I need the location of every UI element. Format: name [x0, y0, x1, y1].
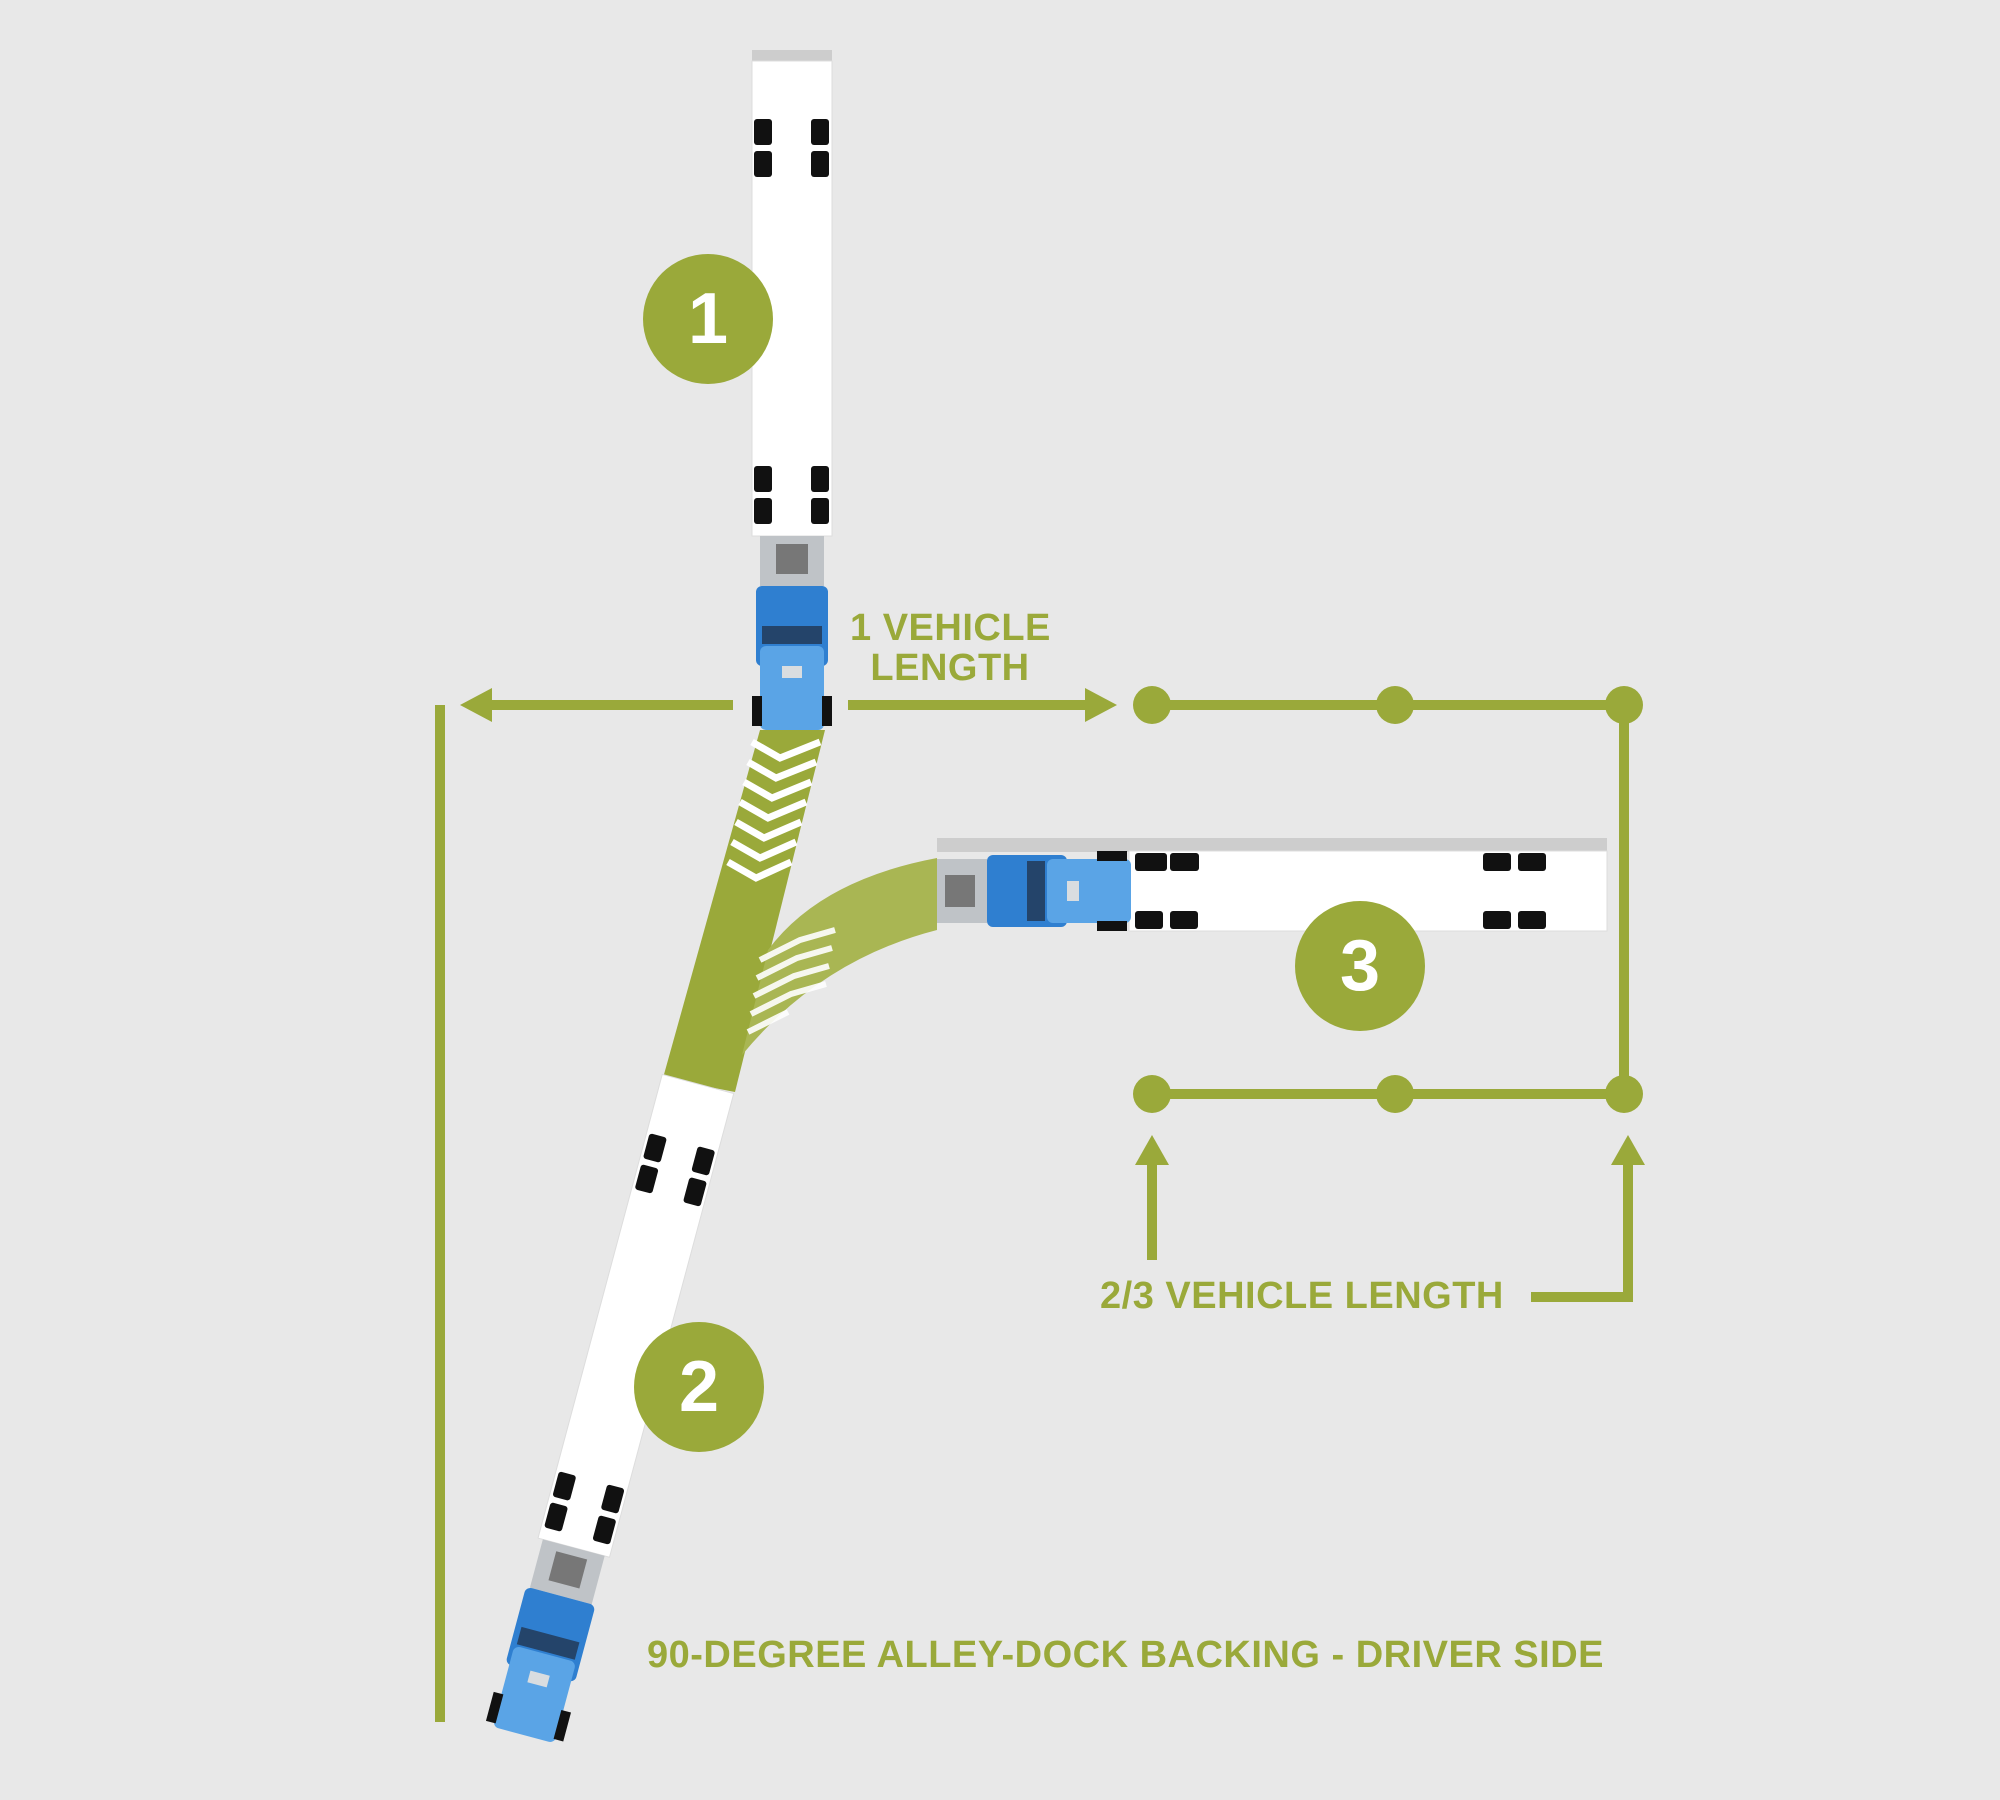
dock-outline: [1133, 686, 1643, 1113]
two-thirds-arrows: [1135, 1135, 1645, 1302]
truck-2: [484, 1073, 735, 1746]
one-vehicle-length-label: 1 VEHICLE LENGTH: [850, 608, 1050, 688]
diagram-title: 90-DEGREE ALLEY-DOCK BACKING - DRIVER SI…: [647, 1634, 1605, 1676]
step-3-badge: 3: [1295, 901, 1425, 1031]
path-band-curve: [742, 858, 937, 1055]
truck-1: [751, 50, 833, 730]
vehicle-length-arrows: [435, 688, 1117, 1722]
path-band-straight: [663, 730, 825, 1092]
truck-3: [937, 838, 1608, 932]
one-vehicle-line1: 1 VEHICLE: [850, 607, 1051, 649]
two-thirds-label: 2/3 VEHICLE LENGTH: [1100, 1275, 1504, 1317]
step-2-badge: 2: [634, 1322, 764, 1452]
step-1-badge: 1: [643, 254, 773, 384]
one-vehicle-line2: LENGTH: [870, 647, 1030, 689]
